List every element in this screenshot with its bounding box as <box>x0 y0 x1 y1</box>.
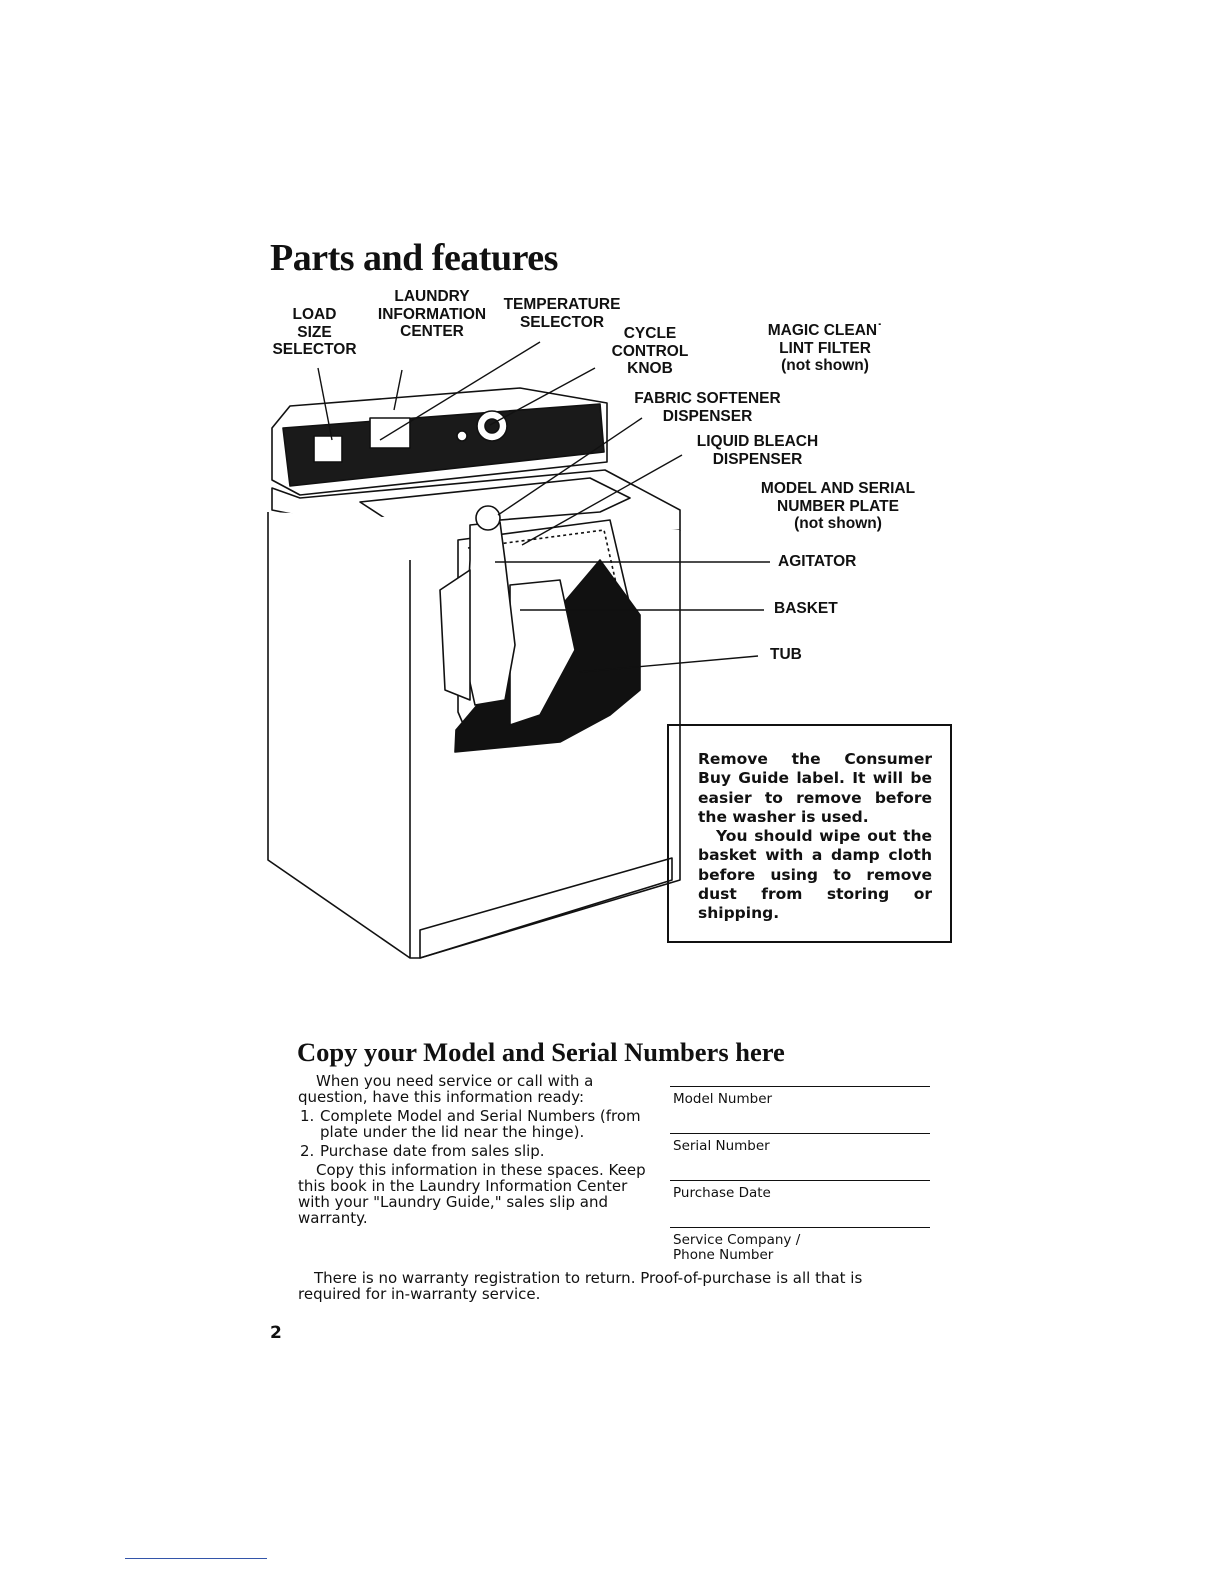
warranty-footer: There is no warranty registration to ret… <box>298 1270 918 1302</box>
list-text: Purchase date from sales slip. <box>320 1142 545 1160</box>
leader-lines <box>317 341 770 673</box>
label-basket: BASKET <box>774 600 838 617</box>
list-text: Complete Model and Serial Numbers (from … <box>320 1107 641 1141</box>
copy-text: Copy this information in these spaces. K… <box>298 1161 646 1227</box>
purchase-date-label: Purchase Date <box>673 1185 771 1201</box>
list-number: 1. <box>300 1107 315 1125</box>
note-paragraph-2: You should wipe out the basket with a da… <box>698 827 932 923</box>
label-magic-clean-lint-filter: MAGIC CLEAN˙ LINT FILTER (not shown) <box>767 322 883 374</box>
phone-number-label: Phone Number <box>673 1247 774 1263</box>
service-company-line[interactable] <box>670 1227 930 1228</box>
serial-number-label: Serial Number <box>673 1138 770 1154</box>
footer-text: There is no warranty registration to ret… <box>298 1269 863 1303</box>
bottom-rule <box>125 1558 267 1559</box>
basket <box>509 579 576 726</box>
serial-number-line[interactable] <box>670 1133 930 1134</box>
consumer-note-box: Remove the Consumer Buy Guide label. It … <box>667 724 952 943</box>
dispenser-cap <box>475 505 501 531</box>
copy-instructions: When you need service or call with a que… <box>298 1073 650 1226</box>
label-laundry-info-center: LAUNDRY INFORMATION CENTER <box>377 288 487 340</box>
label-temperature-selector: TEMPERATURE SELECTOR <box>503 296 621 331</box>
note-paragraph-1: Remove the Consumer Buy Guide label. It … <box>698 750 932 826</box>
model-number-label: Model Number <box>673 1091 773 1107</box>
list-item: 1. Complete Model and Serial Numbers (fr… <box>298 1108 650 1140</box>
label-load-size-selector: LOAD SIZE SELECTOR <box>272 306 357 358</box>
label-liquid-bleach-dispenser: LIQUID BLEACH DISPENSER <box>696 433 819 468</box>
copy-intro: When you need service or call with a que… <box>298 1072 594 1106</box>
label-cycle-control-knob: CYCLE CONTROL KNOB <box>611 325 689 377</box>
model-number-line[interactable] <box>670 1086 930 1087</box>
page-number: 2 <box>270 1323 282 1343</box>
page-title: Parts and features <box>270 237 558 279</box>
label-model-serial-plate: MODEL AND SERIAL NUMBER PLATE (not shown… <box>760 480 916 532</box>
list-number: 2. <box>300 1142 315 1160</box>
service-company-label: Service Company / <box>673 1232 801 1248</box>
label-agitator: AGITATOR <box>778 553 857 570</box>
copy-section-heading: Copy your Model and Serial Numbers here <box>297 1037 785 1067</box>
list-item: 2. Purchase date from sales slip. <box>298 1143 650 1159</box>
label-tub: TUB <box>770 646 802 663</box>
label-fabric-softener-dispenser: FABRIC SOFTENER DISPENSER <box>634 390 781 425</box>
purchase-date-line[interactable] <box>670 1180 930 1181</box>
